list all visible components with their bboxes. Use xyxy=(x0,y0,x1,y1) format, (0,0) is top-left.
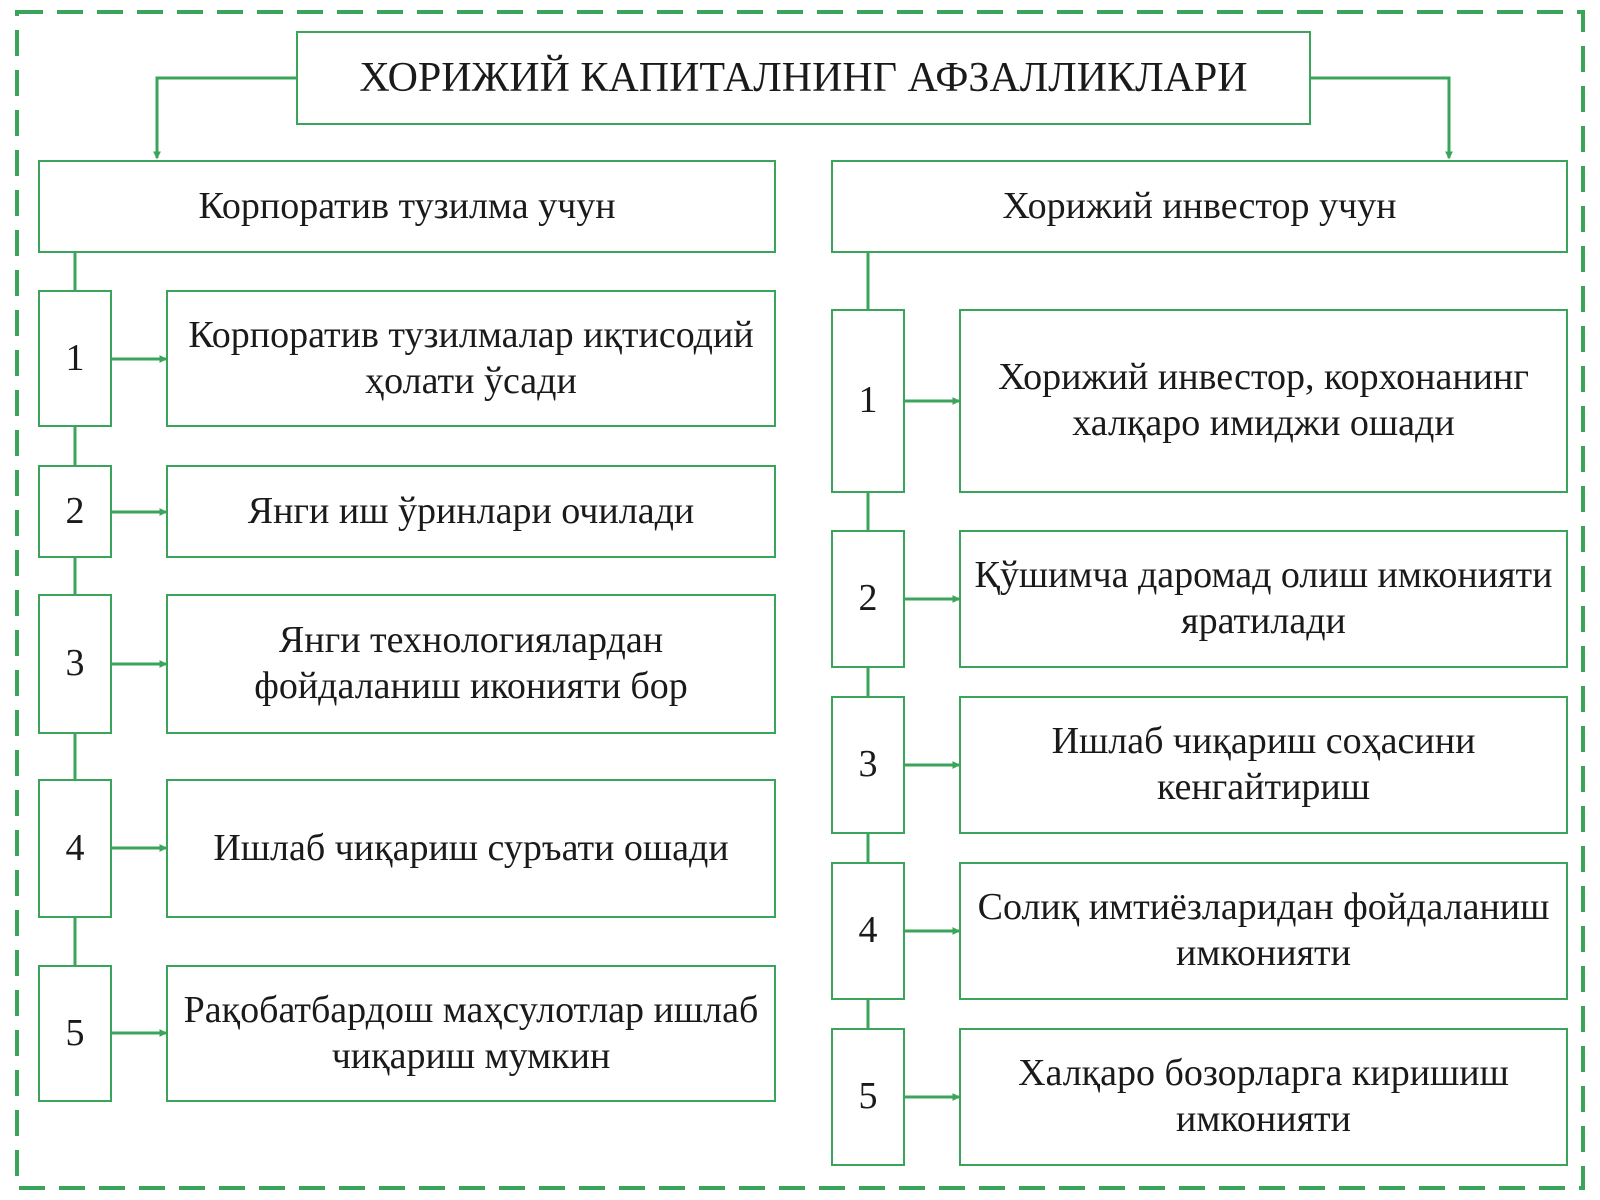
left-item-5-number: 5 xyxy=(38,965,112,1102)
left-item-4-number: 4 xyxy=(38,779,112,918)
right-item-3-text: Ишлаб чиқариш соҳасини кенгайтириш xyxy=(959,696,1568,834)
title-to-left-header-arrow xyxy=(153,76,296,160)
right-item-1-number: 1 xyxy=(831,309,905,493)
left-item-1-number: 1 xyxy=(38,290,112,427)
dashed-frame xyxy=(15,10,1585,1190)
diagram-title-text: ХОРИЖИЙ КАПИТАЛНИНГ АФЗАЛЛИКЛАРИ xyxy=(359,54,1248,101)
left-header-text: Корпоратив тузилма учун xyxy=(198,184,616,227)
right-item-4-text: Солиқ имтиёзларидан фойдаланиш имконияти xyxy=(959,862,1568,1000)
right-item-5-number: 5 xyxy=(831,1028,905,1166)
right-item-5-text: Халқаро бозорларга киришиш имконияти xyxy=(959,1028,1568,1166)
right-item-2-text: Қўшимча даромад олиш имконияти яратилади xyxy=(959,530,1568,668)
left-item-1-text: Корпоратив тузилмалар иқтисодий ҳолати ў… xyxy=(166,290,776,427)
right-item-2-number: 2 xyxy=(831,530,905,668)
left-item-4-text: Ишлаб чиқариш суръати ошади xyxy=(166,779,776,918)
left-header: Корпоратив тузилма учун xyxy=(38,160,776,253)
diagram-title: ХОРИЖИЙ КАПИТАЛНИНГ АФЗАЛЛИКЛАРИ xyxy=(296,31,1311,125)
left-item-2-text: Янги иш ўринлари очилади xyxy=(166,465,776,558)
left-item-5-text: Рақобатбардош маҳсулотлар ишлаб чиқариш … xyxy=(166,965,776,1102)
left-item-3-number: 3 xyxy=(38,594,112,734)
left-item-3-text: Янги технологиялардан фойдаланиш иконият… xyxy=(166,594,776,734)
right-item-1-text: Хорижий инвестор, корхонанинг халқаро им… xyxy=(959,309,1568,493)
right-item-3-number: 3 xyxy=(831,696,905,834)
right-header-text: Хорижий инвестор учун xyxy=(1002,184,1397,227)
left-item-2-number: 2 xyxy=(38,465,112,558)
right-item-4-number: 4 xyxy=(831,862,905,1000)
title-to-right-header-arrow xyxy=(1311,76,1453,160)
right-header: Хорижий инвестор учун xyxy=(831,160,1568,253)
